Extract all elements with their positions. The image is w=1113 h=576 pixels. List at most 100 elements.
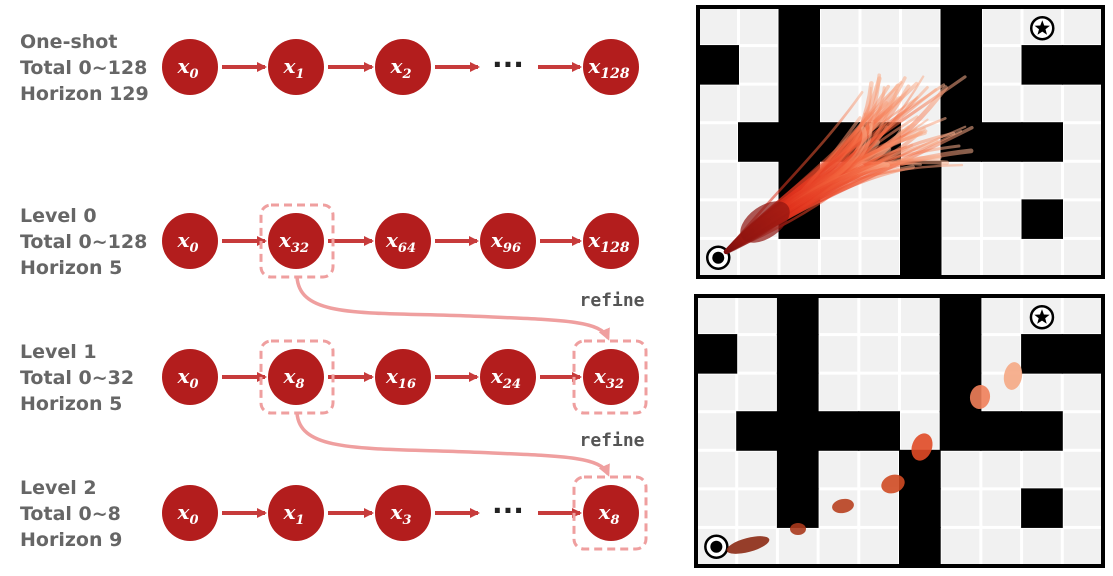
maze-wall bbox=[778, 122, 820, 162]
node-x32: x32 bbox=[583, 349, 639, 405]
trajectory-origin-blob bbox=[740, 201, 790, 243]
maze-wall bbox=[1021, 122, 1063, 162]
node-label: x0 bbox=[177, 500, 199, 528]
maze-wall bbox=[738, 122, 780, 162]
maze-wall bbox=[1021, 199, 1063, 239]
node-label: x32 bbox=[278, 228, 309, 256]
node-circle bbox=[162, 349, 218, 405]
row-label-1: Total 0~32 bbox=[20, 367, 134, 389]
node-x32: x32 bbox=[268, 213, 324, 269]
subgoal-blob bbox=[790, 523, 806, 535]
maze-wall bbox=[776, 372, 819, 413]
node-label: x64 bbox=[385, 228, 416, 256]
node-label: x8 bbox=[598, 500, 620, 528]
maze-wall bbox=[980, 411, 1023, 451]
subgoal-blob bbox=[726, 536, 770, 554]
node-circle bbox=[480, 213, 536, 269]
node-x2: x2 bbox=[375, 39, 431, 95]
node-circle bbox=[583, 213, 639, 269]
subgoal-blob bbox=[969, 385, 991, 409]
node-label: x1 bbox=[283, 500, 305, 528]
row-label-2: Horizon 5 bbox=[20, 393, 122, 415]
row-label-2: Horizon 9 bbox=[20, 529, 122, 551]
maze-wall bbox=[817, 411, 860, 451]
maze-wall bbox=[778, 6, 820, 47]
node-x0: x0 bbox=[162, 213, 218, 269]
row-label-0: Level 0 bbox=[20, 205, 97, 227]
node-circle bbox=[268, 213, 324, 269]
row-label-2: Horizon 5 bbox=[20, 257, 122, 279]
highlight-box-x32-level1 bbox=[572, 339, 648, 415]
node-circle bbox=[162, 213, 218, 269]
goal-star-icon bbox=[1030, 15, 1055, 41]
node-label: x32 bbox=[593, 364, 624, 392]
row-label-2: Horizon 129 bbox=[20, 83, 149, 105]
node-label: x128 bbox=[587, 54, 629, 82]
node-x24: x24 bbox=[480, 349, 536, 405]
node-label: x2 bbox=[390, 54, 412, 82]
node-x0: x0 bbox=[162, 349, 218, 405]
node-x1: x1 bbox=[268, 485, 324, 541]
node-circle bbox=[375, 485, 431, 541]
maze-wall bbox=[1021, 45, 1063, 85]
maze-bottom bbox=[694, 294, 1105, 568]
maze-wall bbox=[776, 334, 819, 374]
node-circle bbox=[268, 349, 324, 405]
maze-wall bbox=[900, 199, 942, 239]
trajectory-sample bbox=[724, 139, 939, 254]
row-label-0: Level 2 bbox=[20, 477, 97, 499]
node-label: x0 bbox=[177, 364, 199, 392]
row-label-0: Level 1 bbox=[20, 341, 97, 363]
maze-wall bbox=[899, 526, 941, 567]
ellipsis: ··· bbox=[492, 48, 524, 81]
maze-wall bbox=[697, 45, 739, 85]
maze-wall bbox=[1021, 411, 1063, 451]
node-circle bbox=[583, 485, 639, 541]
node-x128: x128 bbox=[583, 39, 639, 95]
node-x8: x8 bbox=[268, 349, 324, 405]
node-label: x128 bbox=[587, 228, 629, 256]
row-label-1: Total 0~128 bbox=[20, 57, 147, 79]
maze-wall bbox=[776, 488, 819, 528]
maze-wall bbox=[1061, 334, 1104, 374]
node-circle bbox=[375, 213, 431, 269]
node-x16: x16 bbox=[375, 349, 431, 405]
maze-wall bbox=[900, 237, 942, 278]
maze-wall bbox=[778, 83, 820, 124]
maze-wall bbox=[776, 449, 819, 490]
subgoal-blob bbox=[911, 433, 933, 461]
maze-wall bbox=[1062, 45, 1104, 85]
subgoal-blobs bbox=[726, 362, 1023, 554]
refine-label: refine bbox=[579, 430, 644, 451]
ellipsis: ··· bbox=[492, 494, 524, 527]
node-label: x1 bbox=[283, 54, 305, 82]
maze-wall bbox=[1021, 334, 1063, 374]
goal-star-icon bbox=[1029, 304, 1055, 330]
start-circle-icon bbox=[706, 245, 731, 270]
refine-arrow-1 bbox=[295, 276, 610, 341]
start-circle-icon bbox=[704, 534, 729, 559]
node-x96: x96 bbox=[480, 213, 536, 269]
node-label: x0 bbox=[177, 228, 199, 256]
node-circle bbox=[268, 485, 324, 541]
node-label: x16 bbox=[385, 364, 416, 392]
row-label-0: One-shot bbox=[20, 31, 117, 53]
node-circle bbox=[375, 39, 431, 95]
refine-label: refine bbox=[579, 290, 644, 311]
maze-top bbox=[696, 5, 1105, 279]
maze-wall bbox=[1021, 488, 1063, 528]
node-label: x96 bbox=[490, 228, 521, 256]
node-label: x8 bbox=[283, 364, 305, 392]
node-x0: x0 bbox=[162, 485, 218, 541]
maze-wall bbox=[939, 295, 982, 336]
node-x0: x0 bbox=[162, 39, 218, 95]
subgoal-blob bbox=[1003, 362, 1023, 390]
subgoal-blob bbox=[832, 498, 854, 514]
node-label: x0 bbox=[177, 54, 199, 82]
maze-wall bbox=[939, 411, 982, 451]
row-label-1: Total 0~128 bbox=[20, 231, 147, 253]
